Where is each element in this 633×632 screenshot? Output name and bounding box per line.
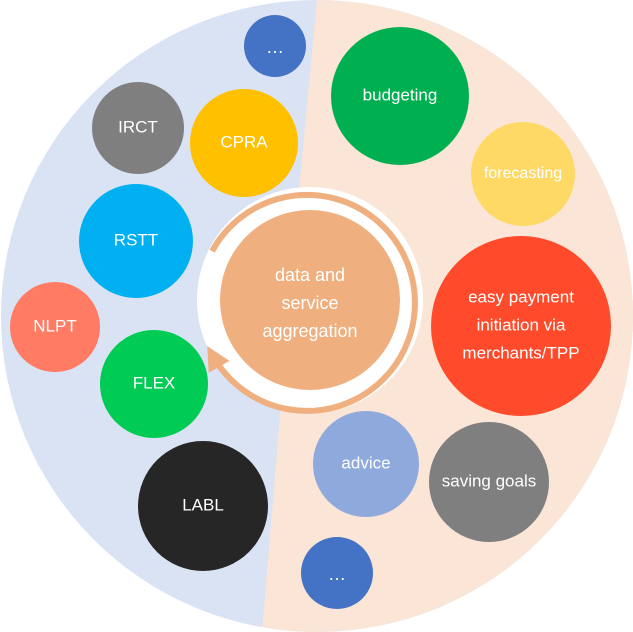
left-node: RSTT [79,184,193,298]
center-label-line: data and [275,265,345,285]
right-node: budgeting [331,27,469,165]
left-node: CPRA [190,89,298,197]
right-node-label: advice [341,453,390,472]
right-node-label: budgeting [363,85,438,104]
left-node-circle [92,82,184,174]
left-node: IRCT [92,82,184,174]
right-node-label: saving goals [442,471,537,490]
right-node-label-line: merchants/TPP [462,343,579,362]
left-node-label: IRCT [118,117,158,136]
left-node-circle [79,184,193,298]
right-node-label-line: easy payment [468,287,574,306]
left-node-circle [190,89,298,197]
left-node-circle [138,441,268,571]
left-node-label: LABL [182,495,224,514]
right-node: forecasting [471,122,575,226]
left-node-label: FLEX [133,373,176,392]
right-node-circle [431,236,611,416]
right-node-circle [313,411,419,517]
right-node-circle [301,537,373,609]
right-node-circle [331,27,469,165]
right-node: advice [313,411,419,517]
left-node-label: RSTT [114,230,158,249]
right-node-circle [429,422,549,542]
center-hub: data and service aggregation [197,187,423,414]
center-label-line: service [281,293,338,313]
right-node: … [301,537,373,609]
right-node: easy payment initiation via merchants/TP… [431,236,611,416]
left-node-label: CPRA [220,132,268,151]
left-node-label: … [266,37,284,57]
center-label-line: aggregation [262,321,357,341]
left-node: NLPT [10,282,100,372]
left-node-circle [100,330,208,438]
right-node-circle [471,122,575,226]
left-node: FLEX [100,330,208,438]
center-circle [220,210,400,390]
left-node: LABL [138,441,268,571]
left-node: … [244,15,306,77]
cycle-arrow-ring [207,191,418,414]
left-node-circle [10,282,100,372]
left-node-label: NLPT [33,316,76,335]
right-node-label: … [328,564,346,584]
right-node-label-line: initiation via [477,315,566,334]
right-node: saving goals [429,422,549,542]
left-node-circle [244,15,306,77]
right-node-label: forecasting [484,165,562,182]
